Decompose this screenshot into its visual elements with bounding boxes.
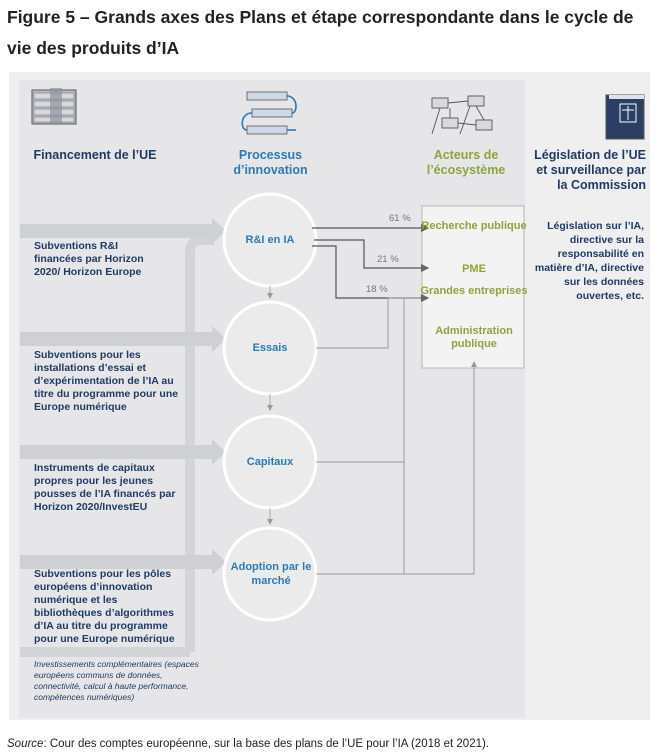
step-label-capitaux: Capitaux [246,456,294,468]
column-financing: Financement de l’UE [33,148,157,162]
legislation-panel [525,72,650,720]
financing-item-3: Instruments de capitaux propres pour les… [34,462,176,513]
source-label: Source [7,738,44,750]
complementary-note: Investissements complémentaires (espaces… [34,659,199,702]
share-arrows [312,223,430,303]
step-label-essais: Essais [252,342,288,354]
legislation-text: Législation sur l’IA, directive sur la r… [534,220,644,302]
actor-pme: PME [462,263,486,275]
actor-recherche-publique: Recherche publique [421,220,527,232]
financing-arrow-2 [20,326,226,352]
ecosystem-network-icon [431,95,493,135]
step-label-rd: R&I en IA [245,234,295,246]
financing-arrow-1 [20,218,226,244]
column-legislation: Législation de l’UE et surveillance par … [534,148,646,192]
share-grandes: 18 % [366,284,388,295]
financing-item-2: Subventions pour les installations d’ess… [34,349,179,413]
share-recherche: 61 % [389,213,411,224]
ecosystem-box [421,205,525,369]
feedback-lines [316,297,477,575]
financing-arrow-4 [20,549,226,575]
source-text: : Cour des comptes européenne, sur la ba… [43,738,490,750]
actor-grandes-entreprises: Grandes entreprises [420,285,528,297]
share-pme: 21 % [377,254,399,265]
financing-arrow-3 [20,439,226,465]
financing-item-4: Subventions pour les pôles européens d’i… [34,568,175,645]
financing-item-1: Subventions R&I financées par Horizon 20… [34,240,144,278]
source-line: Source: Cour des comptes européenne, sur… [7,738,489,750]
step-label-adoption: Adoption par le marché [230,561,312,587]
actor-administration-publique: Administration publique [435,325,513,350]
figure-title: Figure 5 – Grands axes des Plans et étap… [7,7,634,58]
column-ecosystem: Acteurs de l’écosystème [426,148,506,177]
legislation-book-icon [605,94,645,140]
complementary-connector [185,235,214,652]
column-innovation: Processus d’innovation [233,148,308,177]
process-cycle-icon [241,91,297,135]
money-stack-icon [31,88,77,125]
